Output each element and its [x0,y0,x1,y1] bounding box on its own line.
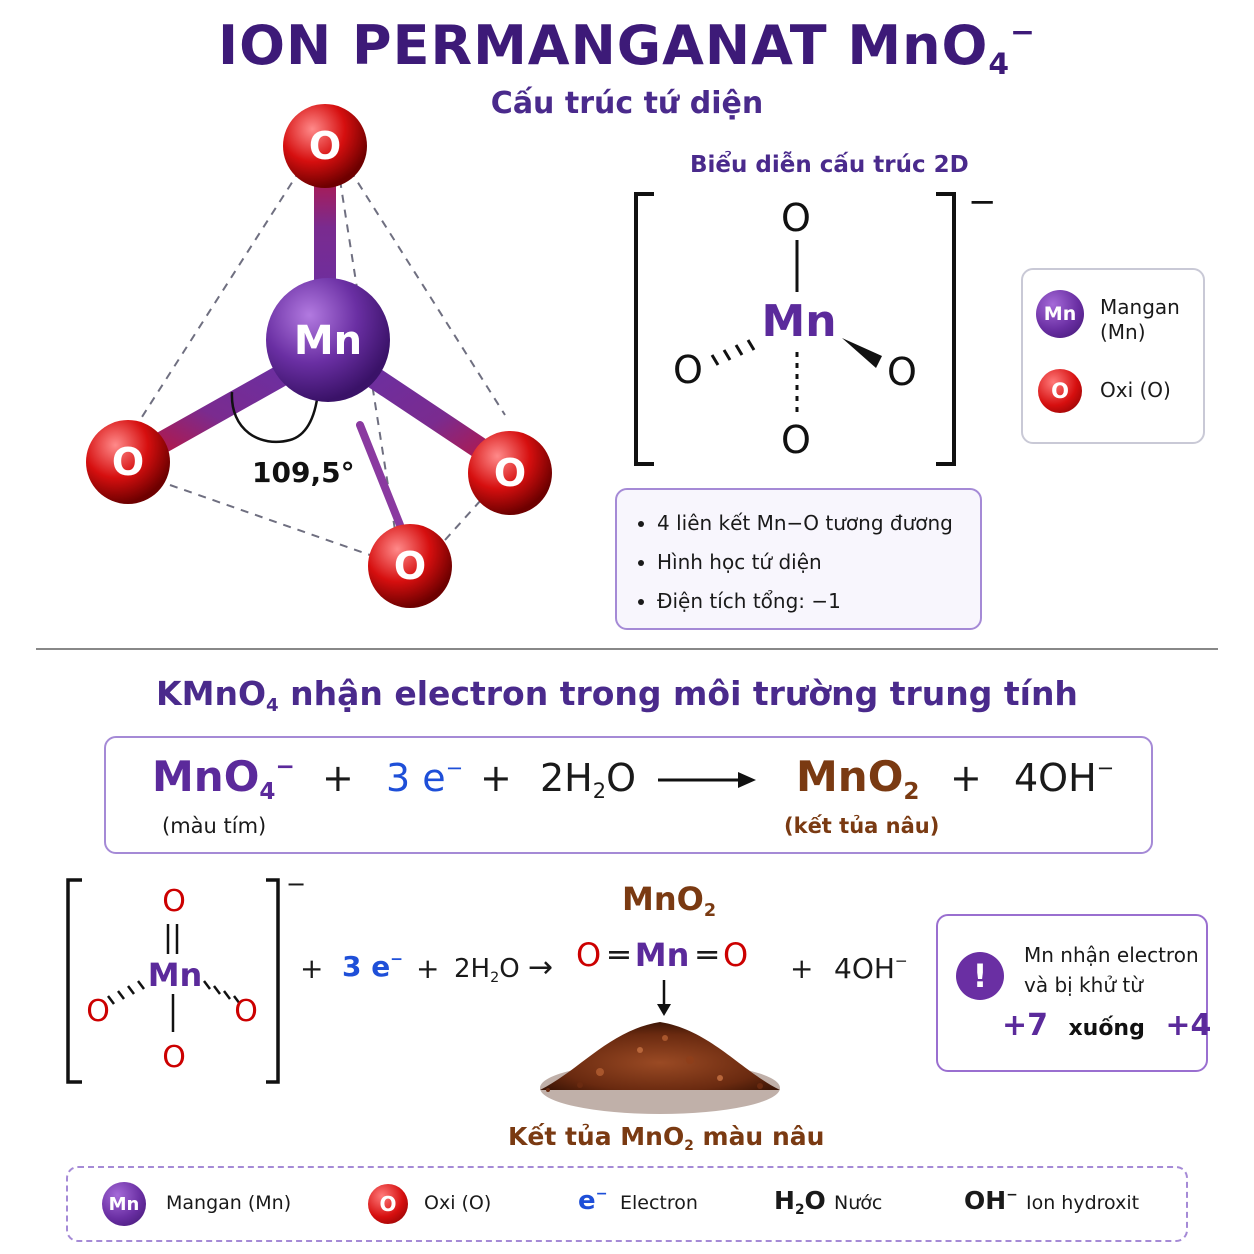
scheme-water: 2H2O [454,954,520,986]
legend-o-icon: O [1038,369,1082,413]
oxygen-atom-bottom [368,524,452,608]
scheme-plus: + [300,952,324,985]
structure-facts: 4 liên kết Mn−O tương đương Hình học tứ … [615,488,982,630]
eq-hydroxide: 4OH− [1014,756,1115,800]
manganese-label: Mn [293,318,363,364]
title-superscript: − [1010,14,1036,50]
struct2d-mn: Mn [761,296,837,347]
eq-electron: 3 e− [386,756,464,800]
precipitate-caption: Kết tủa MnO2 màu nâu [508,1122,825,1154]
title-main: ION PERMANGANAT MnO [218,14,989,77]
bond-back [356,421,404,529]
eq-arrow [658,772,756,788]
structure-2d-diagram [634,192,956,466]
eq-reactant-note: (màu tím) [162,814,267,838]
manganese-atom [266,278,390,402]
bottom-legend-oh-label: Ion hydroxit [1026,1192,1140,1214]
bottom-legend-e-symbol: e− [578,1186,608,1216]
scheme-o-top: O [162,884,186,919]
eq-product-mno2: MnO2 [796,752,920,806]
fact-item: Điện tích tổng: −1 [657,582,980,621]
fact-item: Hình học tứ diện [657,543,980,582]
tetrahedron-edges [139,169,506,556]
bottom-legend-mn-label: Mangan (Mn) [166,1192,292,1214]
legend-mn-label: Mangan (Mn) [1100,295,1180,344]
page-title: ION PERMANGANAT MnO4− [0,14,1254,82]
bottom-legend-o-icon: O [368,1184,408,1224]
oxygen-label-bottom: O [393,544,427,588]
scheme-arrow: → [528,950,554,985]
bottom-legend-h2o-symbol: H2O [774,1186,826,1218]
scheme-o-right: O [234,994,258,1029]
section2-title: KMnO4 nhận electron trong môi trường tru… [156,674,1078,717]
scheme-mn: Mn [147,956,203,994]
bond-left [129,354,311,466]
scheme-plus: + [790,952,814,985]
eq-plus: + [480,756,512,800]
struct2d-o-top: O [781,196,811,240]
oxygen-label-right: O [493,451,527,495]
struct2d-o-bottom: O [781,418,811,462]
bottom-legend-e-label: Electron [620,1192,698,1214]
scheme-plus: + [416,952,440,985]
reaction-equation [104,736,1153,854]
eq-water: 2H2O [540,756,636,804]
permanganate-structure-bracket [66,878,280,1084]
section-divider [36,648,1218,650]
exclamation-icon: ! [956,952,1004,1000]
oxidation-change: +7 xuống +4 [1002,1008,1212,1043]
bond-top [314,160,336,310]
bottom-legend-oh-symbol: OH− [964,1186,1018,1215]
eq-plus: + [322,756,354,800]
bottom-legend-mn-icon: Mn [102,1182,146,1226]
oxygen-atom-right [468,431,552,515]
structure-2d-heading: Biểu diễn cấu trúc 2D [690,152,969,178]
mno2-precipitate-pile-icon [540,1022,780,1114]
scheme-o-bottom: O [162,1040,186,1075]
oxygen-atom-top [283,104,367,188]
bond-angle-label: 109,5° [252,456,355,489]
oxygen-label-left: O [111,440,145,484]
scheme-mno2-formula: O ═ Mn ═ O [576,936,749,974]
note-text: Mn nhận electron và bị khử từ [1024,943,1199,997]
eq-plus: + [950,756,982,800]
struct2d-o-left: O [673,348,703,392]
scheme-mno2-label: MnO2 [622,880,717,922]
legend-o-label: Oxi (O) [1100,378,1171,402]
scheme-charge: − [286,870,307,898]
eq-reactant-permanganate: MnO4− [152,752,295,806]
fact-item: 4 liên kết Mn−O tương đương [657,504,980,543]
scheme-electron: 3 e− [342,950,404,983]
struct2d-o-right: O [887,350,917,394]
struct2d-charge: − [968,182,997,222]
title-subscript: 4 [988,47,1011,83]
bottom-legend-o-label: Oxi (O) [424,1192,492,1214]
bottom-legend-h2o-label: Nước [834,1192,883,1214]
legend-mn-icon: Mn [1036,290,1084,338]
oxygen-label-top: O [308,124,342,168]
eq-product-note: (kết tủa nâu) [784,814,940,838]
oxygen-atom-left [86,420,170,504]
scheme-o-left: O [86,994,110,1029]
subtitle: Cấu trúc tứ diện [490,86,764,121]
angle-arc [230,391,320,444]
bottom-legend [66,1166,1188,1242]
scheme-hydroxide: 4OH− [834,952,908,985]
